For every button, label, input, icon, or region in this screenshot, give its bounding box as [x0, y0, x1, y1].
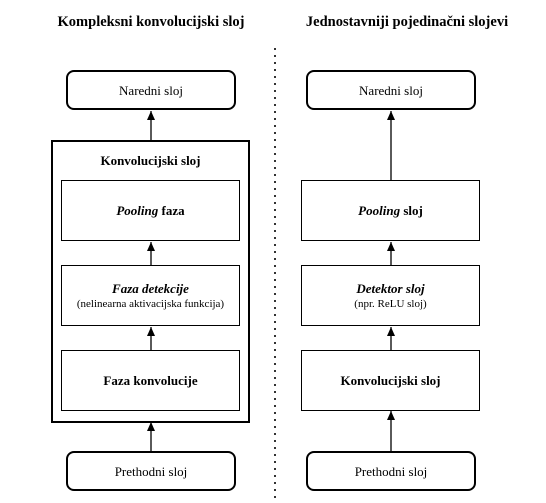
right-pooling-italic: Pooling — [358, 203, 401, 218]
left-container-title: Konvolucijski sloj — [100, 153, 201, 168]
right-previous-layer-box: Prethodni sloj — [306, 451, 476, 491]
right-detector-layer-box: Detektor sloj (npr. ReLU sloj) — [301, 265, 480, 326]
left-previous-layer-label: Prethodni sloj — [114, 463, 188, 479]
left-pooling-rest: faza — [158, 203, 185, 218]
right-detector-title: Detektor sloj — [356, 280, 425, 296]
right-pooling-layer-box: Pooling sloj — [301, 180, 480, 241]
left-next-layer-label: Naredni sloj — [119, 82, 183, 98]
right-pooling-layer-label: Pooling sloj — [358, 202, 423, 219]
left-detection-title: Faza detekcije — [112, 280, 189, 296]
right-column-heading: Jednostavniji pojedinačni slojevi — [305, 14, 509, 30]
right-convolutional-layer-label: Konvolucijski sloj — [340, 373, 441, 388]
right-detector-subtitle: (npr. ReLU sloj) — [354, 297, 427, 310]
right-convolutional-layer-box: Konvolucijski sloj — [301, 350, 480, 411]
right-pooling-rest: sloj — [400, 203, 423, 218]
right-next-layer-box: Naredni sloj — [306, 70, 476, 110]
right-next-layer-label: Naredni sloj — [359, 82, 423, 98]
left-previous-layer-box: Prethodni sloj — [66, 451, 236, 491]
right-previous-layer-label: Prethodni sloj — [354, 463, 428, 479]
left-convolution-stage-box: Faza konvolucije — [61, 350, 240, 411]
left-pooling-stage-label: Pooling faza — [116, 202, 184, 219]
left-detection-subtitle: (nelinearna aktivacijska funkcija) — [76, 297, 225, 310]
left-column-heading: Kompleksni konvolucijski sloj — [57, 14, 245, 30]
left-pooling-italic: Pooling — [116, 203, 159, 218]
left-convolution-stage-label: Faza konvolucije — [103, 373, 198, 388]
left-next-layer-box: Naredni sloj — [66, 70, 236, 110]
left-pooling-stage-box: Pooling faza — [61, 180, 240, 241]
left-detection-stage-box: Faza detekcije (nelinearna aktivacijska … — [61, 265, 240, 326]
left-convolutional-layer-container: Konvolucijski sloj — [51, 140, 250, 423]
